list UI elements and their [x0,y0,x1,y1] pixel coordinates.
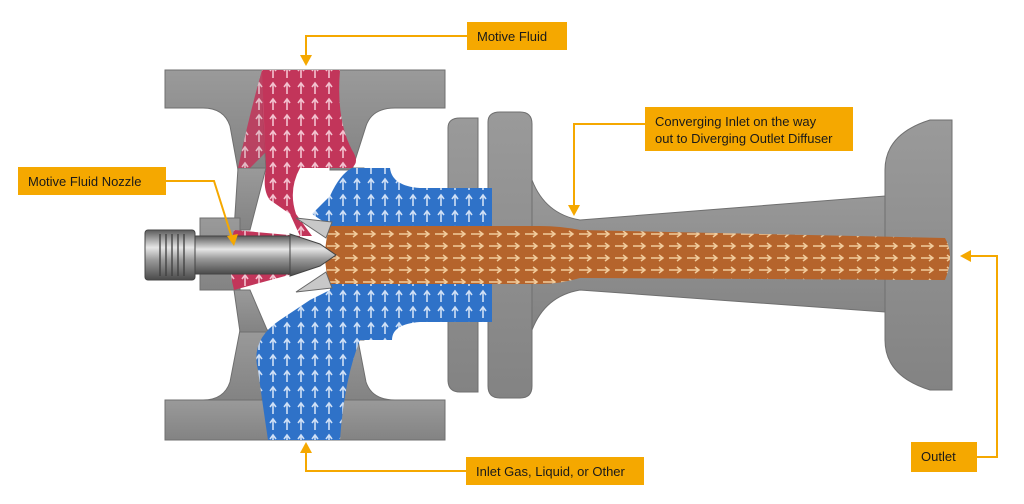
motive-fluid-nozzle [144,217,337,293]
converging-label-line2: out to Diverging Outlet Diffuser [655,131,833,146]
leader-converging [573,123,645,206]
converging-label-line1: Converging Inlet on the way [655,114,817,129]
motive-fluid-side [238,70,300,168]
leader-inlet [305,452,466,472]
leader-arrowheads [227,55,971,453]
leader-nozzle [166,180,233,239]
nozzle-threads-icon [159,234,185,276]
leader-lines [166,35,998,472]
outlet-label: Outlet [911,442,977,472]
diffuser-flow [325,226,950,284]
leader-motive-fluid [305,35,467,56]
inlet-label: Inlet Gas, Liquid, or Other [466,457,644,485]
motive-fluid-nozzle-label: Motive Fluid Nozzle [18,167,166,195]
leader-outlet [970,255,998,458]
converging-inlet-label: Converging Inlet on the way out to Diver… [645,107,853,151]
motive-fluid-label: Motive Fluid [467,22,567,50]
